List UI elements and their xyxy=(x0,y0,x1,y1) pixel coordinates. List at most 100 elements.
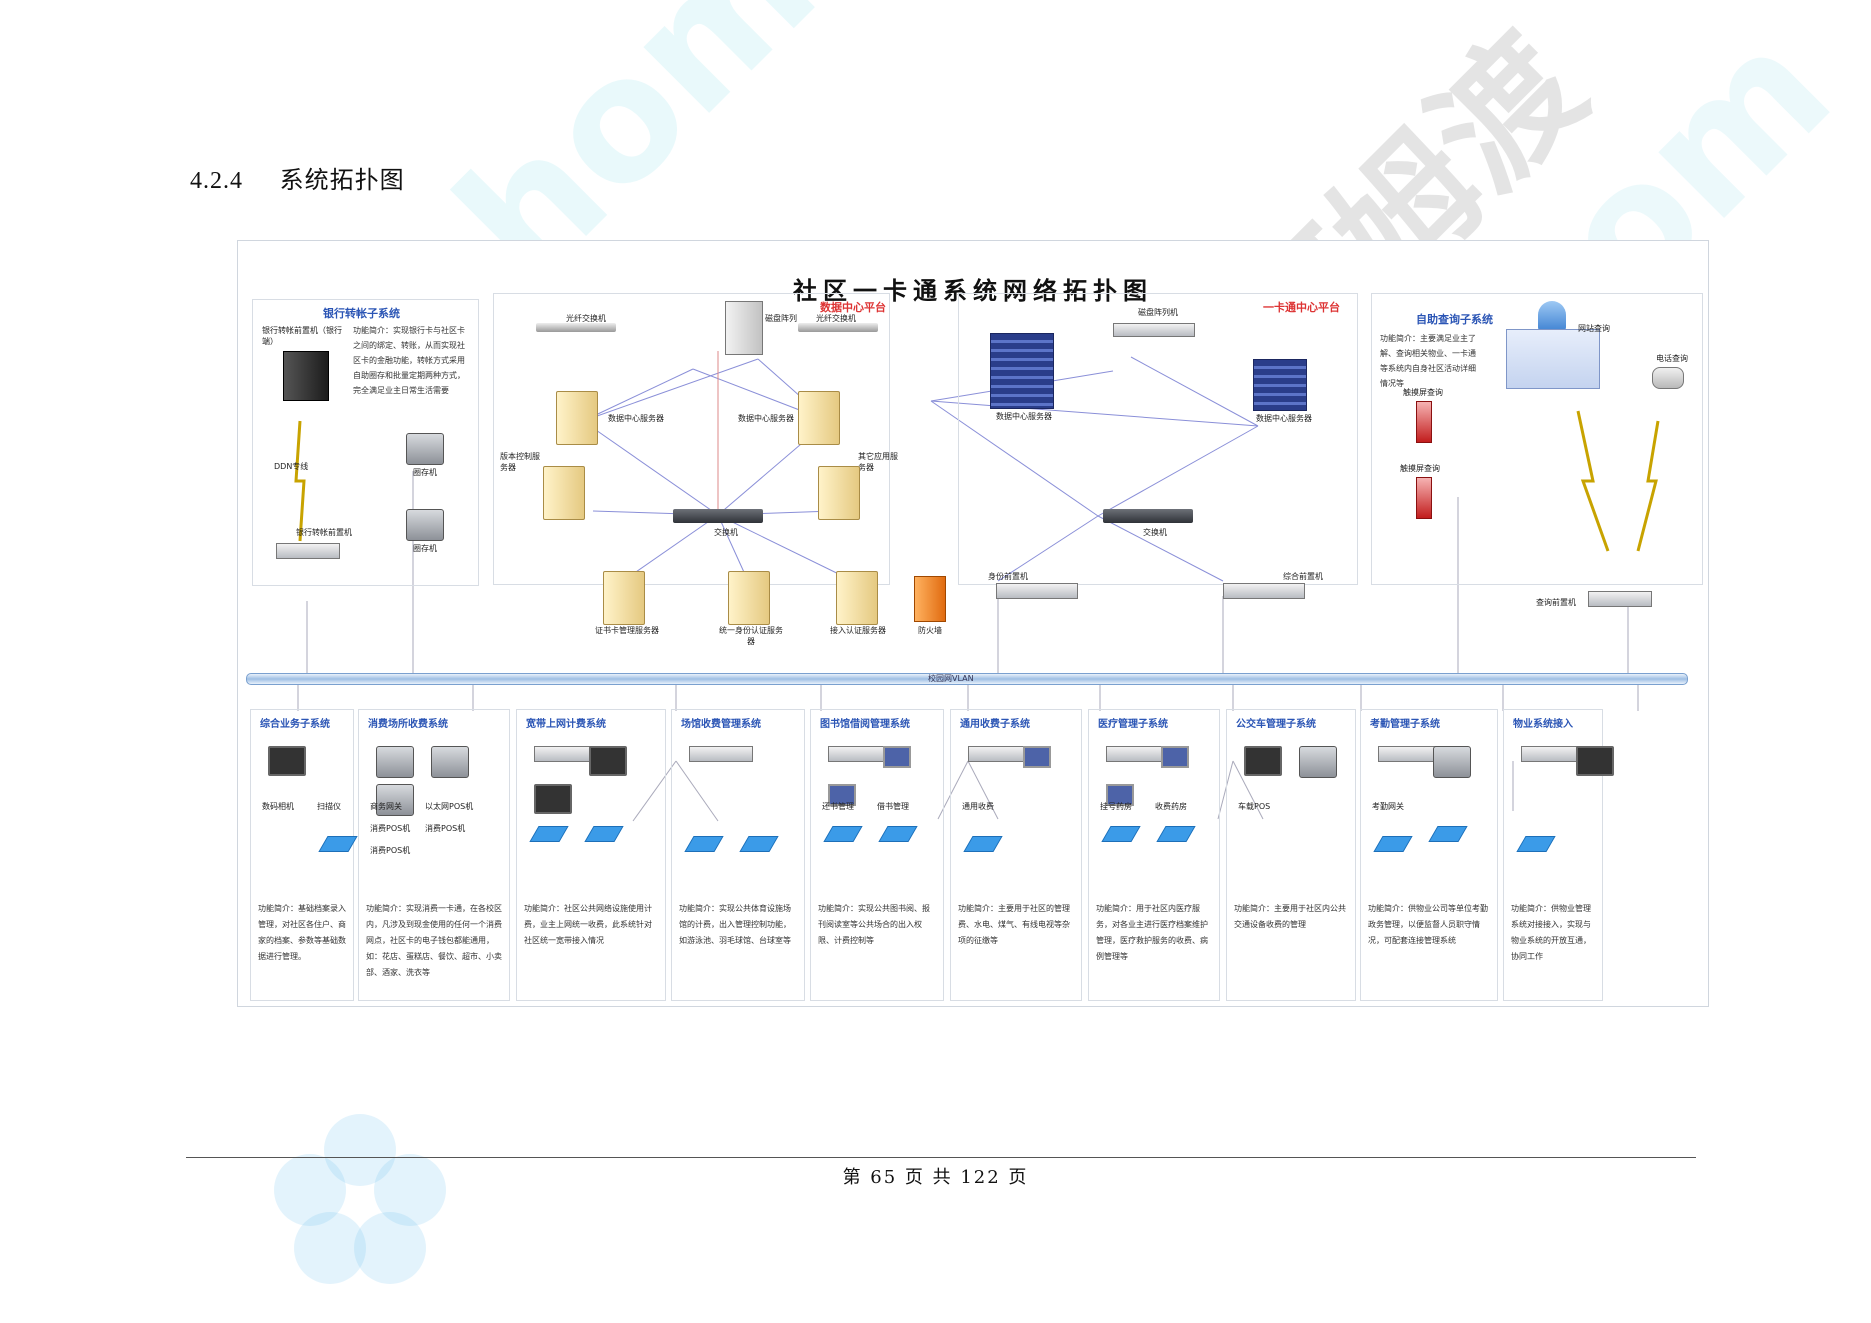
bank-front-machine-label: 银行转帐前置机 xyxy=(296,528,352,537)
network-bus xyxy=(246,673,1688,685)
bank-front-server-label: 银行转帐前置机（银行端） xyxy=(262,326,342,346)
subsystem-device-label: 以太网POS机 xyxy=(425,802,474,811)
subsystem-panel xyxy=(671,709,805,1001)
subsystem-device-label: 商务网关 xyxy=(370,802,402,811)
subsystem-device-icon xyxy=(1161,746,1189,768)
subsystem-device-icon xyxy=(689,746,753,762)
auth-server-label: 统一身份认证服务器 xyxy=(719,626,783,646)
subsystem-device-icon xyxy=(1023,746,1051,768)
subsystem-device-label: 借书管理 xyxy=(877,802,909,811)
subsystem-device-icon xyxy=(534,784,572,814)
subsystem-desc: 功能简介：基础档案录入管理，对社区各住户、商家的档案、参数等基础数据进行管理。 xyxy=(258,904,346,961)
footer-rule xyxy=(186,1157,1696,1158)
subsystem-panel xyxy=(250,709,354,1001)
cc-front-1-label: 身份前置机 xyxy=(988,572,1028,581)
dc-server-2-label: 数据中心服务器 xyxy=(738,414,794,423)
subsystem-desc: 功能简介：用于社区内医疗服务，对各业主进行医疗档案维护管理，医疗救护服务的收费、… xyxy=(1096,904,1208,961)
cc-front-1-icon xyxy=(996,583,1078,599)
subsystem-panel xyxy=(950,709,1082,1001)
bank-title: 银行转帐子系统 xyxy=(323,307,400,320)
subsystem-device-icon xyxy=(1576,746,1614,776)
auth-server-icon xyxy=(728,571,770,625)
cc-server-2-icon xyxy=(1253,359,1307,411)
subsystem-desc: 功能简介：供物业管理系统对接接入，实现与物业系统的开放互通，协同工作 xyxy=(1511,904,1591,961)
access-server-label: 接入认证服务器 xyxy=(830,626,886,635)
kiosk-1-icon xyxy=(1416,401,1432,443)
cc-disk-array-label: 磁盘阵列机 xyxy=(1138,308,1178,317)
subsystem-title: 消费场所收费系统 xyxy=(368,719,448,730)
fiber-switch-2-icon xyxy=(798,323,878,332)
subsystem-panel xyxy=(1088,709,1220,1001)
bank-device-2-label: 圈存机 xyxy=(413,544,437,553)
firewall-label: 防火墙 xyxy=(918,626,942,635)
self-query-desc: 功能简介：主要满足业主了解、查询相关物业、一卡通等系统内自身社区活动详细情况等 xyxy=(1380,334,1476,388)
cc-disk-array-icon xyxy=(1113,323,1195,337)
kiosk-2-icon xyxy=(1416,477,1432,519)
cc-front-2-label: 综合前置机 xyxy=(1283,572,1323,581)
subsystem-device-label: 考勤网关 xyxy=(1372,802,1404,811)
cc-front-2-icon xyxy=(1223,583,1305,599)
cc-switch-icon xyxy=(1103,509,1193,523)
subsystem-device-label: 收费药房 xyxy=(1155,802,1187,811)
subsystem-title: 通用收费子系统 xyxy=(960,719,1030,730)
subsystem-desc: 功能简介：实现公共体育设施场馆的计费，出入管理控制功能，如游泳池、羽毛球馆、台球… xyxy=(679,904,791,945)
section-heading: 4.2.4 系统拓扑图 xyxy=(190,160,405,195)
card-center-title: 一卡通中心平台 xyxy=(1263,301,1340,314)
cert-server-label: 证书卡管理服务器 xyxy=(595,626,659,635)
subsystem-device-label: 还书管理 xyxy=(822,802,854,811)
datacenter-title: 数据中心平台 xyxy=(820,301,886,314)
subsystem-desc: 功能简介：主要用于社区内公共交通设备收费的管理 xyxy=(1234,904,1346,929)
subsystem-desc: 功能简介：供物业公司等单位考勤政务管理，以便监督人员职守情况，可配套连接管理系统 xyxy=(1368,904,1488,945)
subsystem-device-label: 车载POS xyxy=(1238,802,1271,811)
dc-server-1-label: 数据中心服务器 xyxy=(608,414,664,423)
subsystem-title: 物业系统接入 xyxy=(1513,719,1573,730)
kiosk-1-label: 触摸屏查询 xyxy=(1403,388,1443,397)
subsystem-device-icon xyxy=(1106,784,1134,806)
subsystem-panel xyxy=(516,709,666,1001)
bank-server-icon xyxy=(283,351,329,401)
other-server-icon xyxy=(818,466,860,520)
bus-label: 校园网VLAN xyxy=(928,674,974,683)
subsystem-panel xyxy=(1226,709,1356,1001)
subsystem-desc: 功能简介：社区公共网络设施使用计费，业主上网统一收费，此系统针对社区统一宽带接入… xyxy=(524,904,652,945)
access-server-icon xyxy=(836,571,878,625)
subsystem-device-icon xyxy=(1244,746,1282,776)
dc-server-1-icon xyxy=(556,391,598,445)
subsystem-device-icon xyxy=(376,746,414,778)
dc-switch-label: 交换机 xyxy=(714,528,738,537)
bank-device-1-label: 圈存机 xyxy=(413,468,437,477)
cc-server-2-label: 数据中心服务器 xyxy=(1256,414,1312,423)
subsystem-desc: 功能简介：主要用于社区的管理费、水电、煤气、有线电视等杂项的征缴等 xyxy=(958,904,1070,945)
cc-switch-label: 交换机 xyxy=(1143,528,1167,537)
subsystem-device-icon xyxy=(1299,746,1337,778)
subsystem-device-icon xyxy=(883,746,911,768)
subsystem-desc: 功能简介：实现消费一卡通，在各校区内，凡涉及到现金使用的任何一个消费网点，社区卡… xyxy=(366,904,502,977)
subsystem-title: 综合业务子系统 xyxy=(260,719,330,730)
subsystem-panel xyxy=(810,709,944,1001)
self-query-title: 自助查询子系统 xyxy=(1416,313,1493,326)
version-server-icon xyxy=(543,466,585,520)
subsystem-device-label: 消费POS机 xyxy=(370,846,411,855)
ddn-label: DDN专线 xyxy=(274,462,309,471)
query-front-icon xyxy=(1588,591,1652,607)
subsystem-device-label: 消费POS机 xyxy=(370,824,411,833)
watermark-flower-logo xyxy=(274,1114,446,1284)
cert-server-icon xyxy=(603,571,645,625)
disk-array-icon xyxy=(725,301,763,355)
subsystem-title: 宽带上网计费系统 xyxy=(526,719,606,730)
section-number: 4.2.4 xyxy=(190,168,243,194)
dc-server-2-icon xyxy=(798,391,840,445)
panel-bank-transfer xyxy=(252,299,479,586)
web-query-label: 网站查询 xyxy=(1578,324,1610,333)
subsystem-device-label: 扫描仪 xyxy=(317,802,341,811)
subsystem-title: 场馆收费管理系统 xyxy=(681,719,761,730)
phone-query-label: 电话查询 xyxy=(1656,354,1688,363)
fiber-switch-2-label: 光纤交换机 xyxy=(816,314,856,323)
cc-server-1-icon xyxy=(990,333,1054,409)
subsystem-title: 考勤管理子系统 xyxy=(1370,719,1440,730)
panel-self-query xyxy=(1371,293,1703,585)
page-footer: 第 65 页 共 122 页 xyxy=(842,1167,1029,1188)
panel-card-center xyxy=(958,293,1358,585)
subsystem-panel xyxy=(1503,709,1603,1001)
topology-diagram: 社区一卡通系统网络拓扑图 xyxy=(237,240,1709,1007)
